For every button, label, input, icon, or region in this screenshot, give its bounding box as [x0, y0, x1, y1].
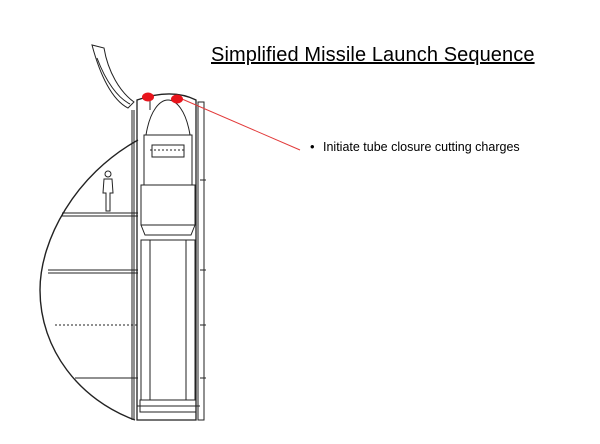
missile-nose [145, 99, 191, 136]
launch-tube-outer [136, 93, 197, 421]
hull-outline [39, 139, 139, 421]
missile-stage-2 [140, 184, 196, 226]
missile-stage-1 [143, 134, 193, 186]
cutting-charge-marker [171, 94, 183, 104]
bullet-item: Initiate tube closure cutting charges [310, 139, 520, 154]
cutting-charge-marker [142, 92, 154, 102]
hatch-fairing [91, 44, 135, 109]
missile-stage-3 [140, 239, 196, 401]
slide-title: Simplified Missile Launch Sequence [211, 44, 535, 66]
bullet-list: Initiate tube closure cutting charges [310, 139, 520, 154]
leader-line [181, 98, 301, 151]
person-figure [102, 170, 114, 212]
